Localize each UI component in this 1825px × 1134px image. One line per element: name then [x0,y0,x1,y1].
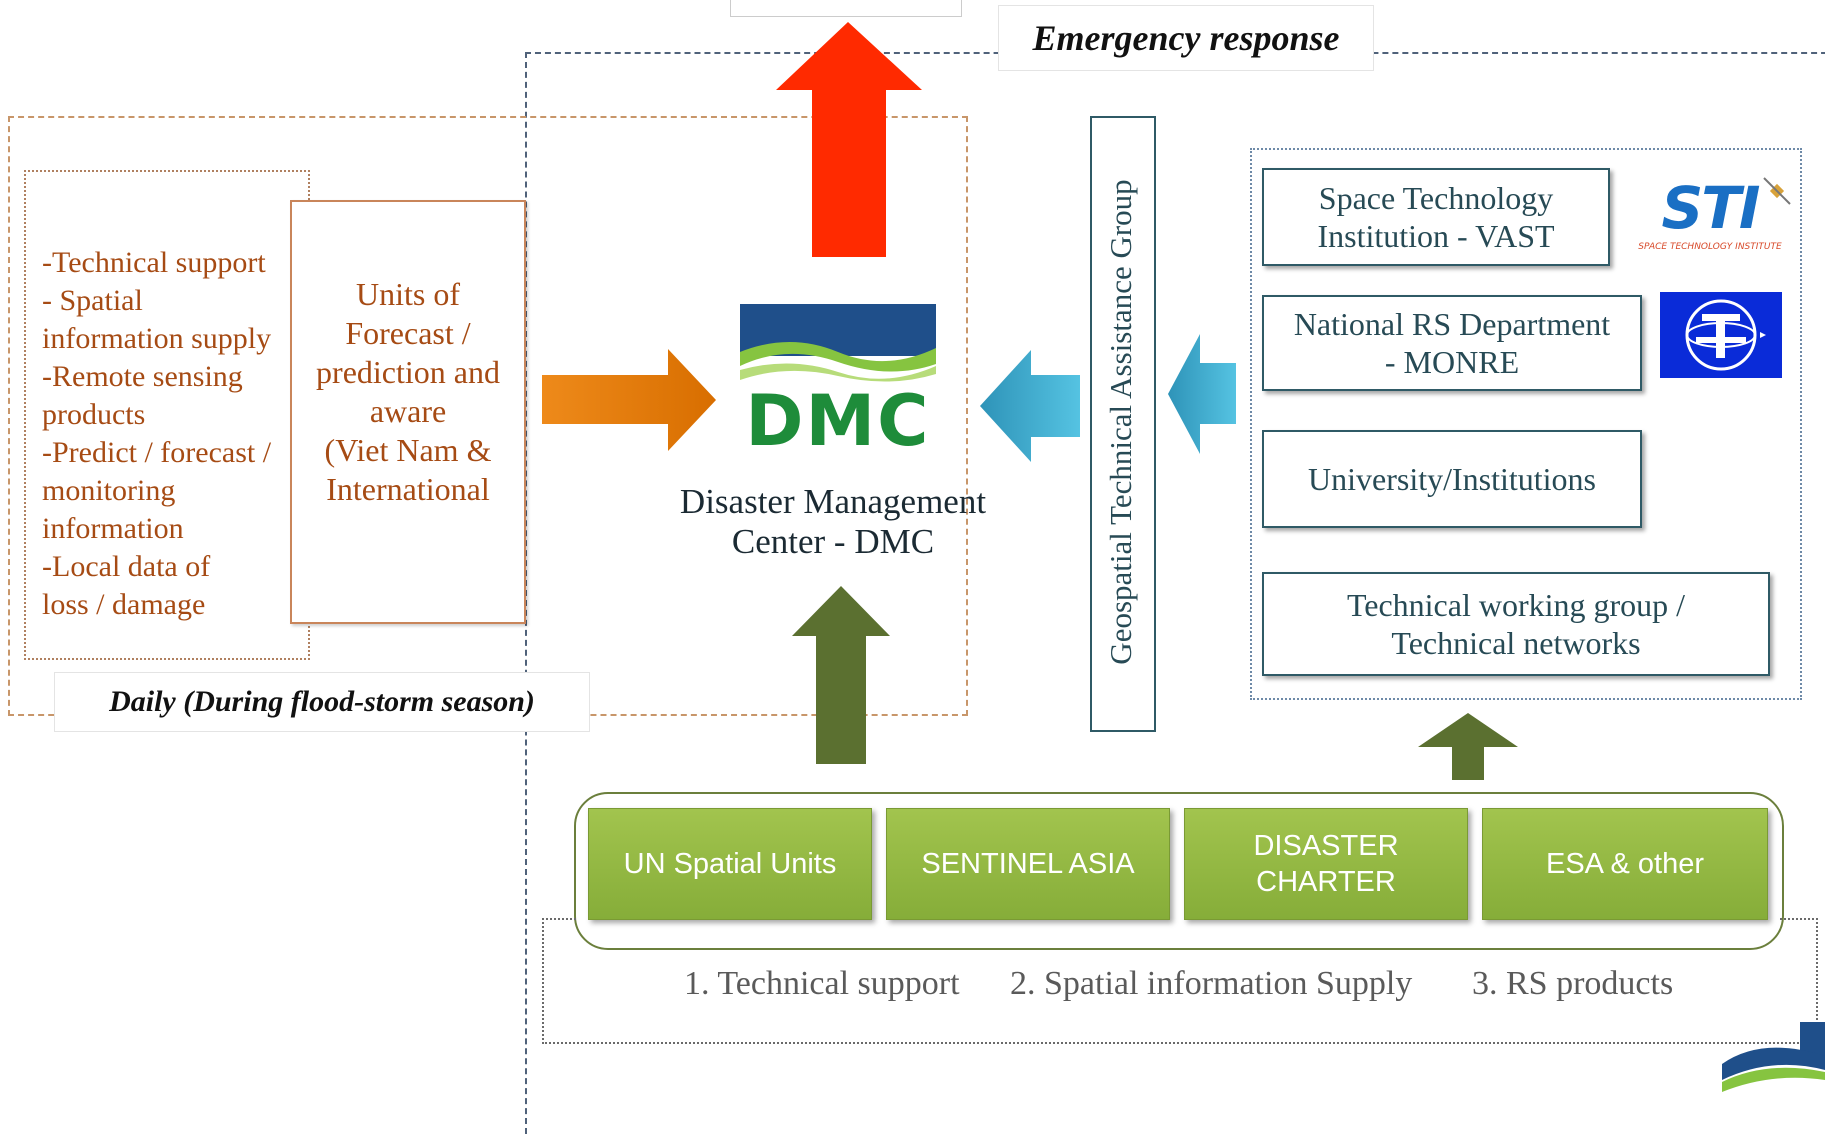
dmc-logo-graphic [740,304,936,382]
left-list-text: -Technical support - Spatial information… [42,244,302,624]
left-list-line: information [42,512,184,545]
support-region-top-left [542,918,576,920]
blue-left-arrow-1 [980,350,1080,462]
institution-line: Space Technology [1318,180,1554,216]
provider-un-spatial: UN Spatial Units [588,808,872,920]
sti-logo-text: STI [1661,174,1761,242]
provider-line: DISASTER [1253,830,1399,862]
dmc-logo-text: DMC [745,380,931,462]
monre-emblem-graphic [1685,299,1766,371]
support-region-top-right [1780,918,1814,920]
institution-line: University/Institutions [1308,461,1596,497]
units-box: Units of Forecast / prediction and aware… [290,200,526,624]
left-list-line: loss / damage [42,588,206,621]
provider-line: CHARTER [1256,866,1396,898]
emergency-title: Emergency response [1032,18,1340,58]
green-up-arrow-main [792,586,890,764]
corner-logo-fragment [1722,1022,1825,1092]
institutions-region [1250,148,1802,700]
units-line: aware [369,393,447,429]
provider-sentinel-asia: SENTINEL ASIA [886,808,1170,920]
provider-line: SENTINEL ASIA [921,848,1135,880]
units-line: prediction and [316,354,500,390]
emergency-label: Emergency response [998,5,1374,71]
units-line: (Viet Nam & [324,432,492,468]
left-list-line: -Local data of [42,550,211,583]
sti-satellite-icon [1763,177,1791,205]
support-region [542,918,1818,1044]
blue-left-arrow-2 [1168,334,1236,454]
left-list-line: monitoring [42,474,176,507]
units-line: International [326,471,490,507]
green-up-arrow-right [1418,713,1518,780]
sti-logo: STI SPACE TECHNOLOGY INSTITUTE [1622,176,1798,260]
geospatial-group-box [1090,116,1156,732]
support-item: 3. RS products [1472,965,1674,1002]
left-list-line: products [42,398,146,431]
left-list-line: - Spatial [42,284,143,317]
daily-label: Daily (During flood-storm season) [54,672,590,732]
sti-logo-subtitle: SPACE TECHNOLOGY INSTITUTE [1638,242,1782,252]
dmc-caption-line: Disaster Management [679,482,987,521]
monre-emblem [1660,292,1782,378]
dmc-caption: Disaster Management Center - DMC [660,482,1006,562]
arrows-layer [542,22,1518,780]
left-list-line: -Predict / forecast / [42,436,272,469]
institution-line: Institution - VAST [1317,218,1555,254]
institution-line: Technical working group / [1346,587,1686,623]
top-partial-box [730,0,962,17]
left-list-line: -Remote sensing [42,360,243,393]
provider-esa-other: ESA & other [1482,808,1768,920]
institution-vast: Space Technology Institution - VAST [1262,168,1610,266]
support-item: 2. Spatial information Supply [1010,965,1413,1002]
institution-line: - MONRE [1384,344,1520,380]
left-list-line: information supply [42,322,272,355]
geospatial-group-label: Geospatial Technical Assistance Group [1101,116,1141,728]
institution-monre: National RS Department - MONRE [1262,295,1642,391]
units-line: Units of [356,276,460,312]
institution-line: National RS Department [1293,306,1611,342]
institution-technical-group: Technical working group / Technical netw… [1262,572,1770,676]
units-line: Forecast / [345,315,471,351]
dmc-logo: DMC [740,304,936,462]
support-item: 1. Technical support [684,965,960,1002]
red-up-arrow [776,22,922,257]
dmc-caption-line: Center - DMC [731,522,935,561]
orange-right-arrow [542,349,716,451]
geospatial-group-text: Geospatial Technical Assistance Group [1103,179,1138,665]
daily-title: Daily (During flood-storm season) [109,685,535,718]
left-list-line: -Technical support [42,246,266,279]
institution-line: Technical networks [1391,625,1641,661]
provider-disaster-charter: DISASTER CHARTER [1184,808,1468,920]
provider-line: ESA & other [1546,848,1704,880]
institution-university: University/Institutions [1262,430,1642,528]
provider-line: UN Spatial Units [623,848,837,880]
